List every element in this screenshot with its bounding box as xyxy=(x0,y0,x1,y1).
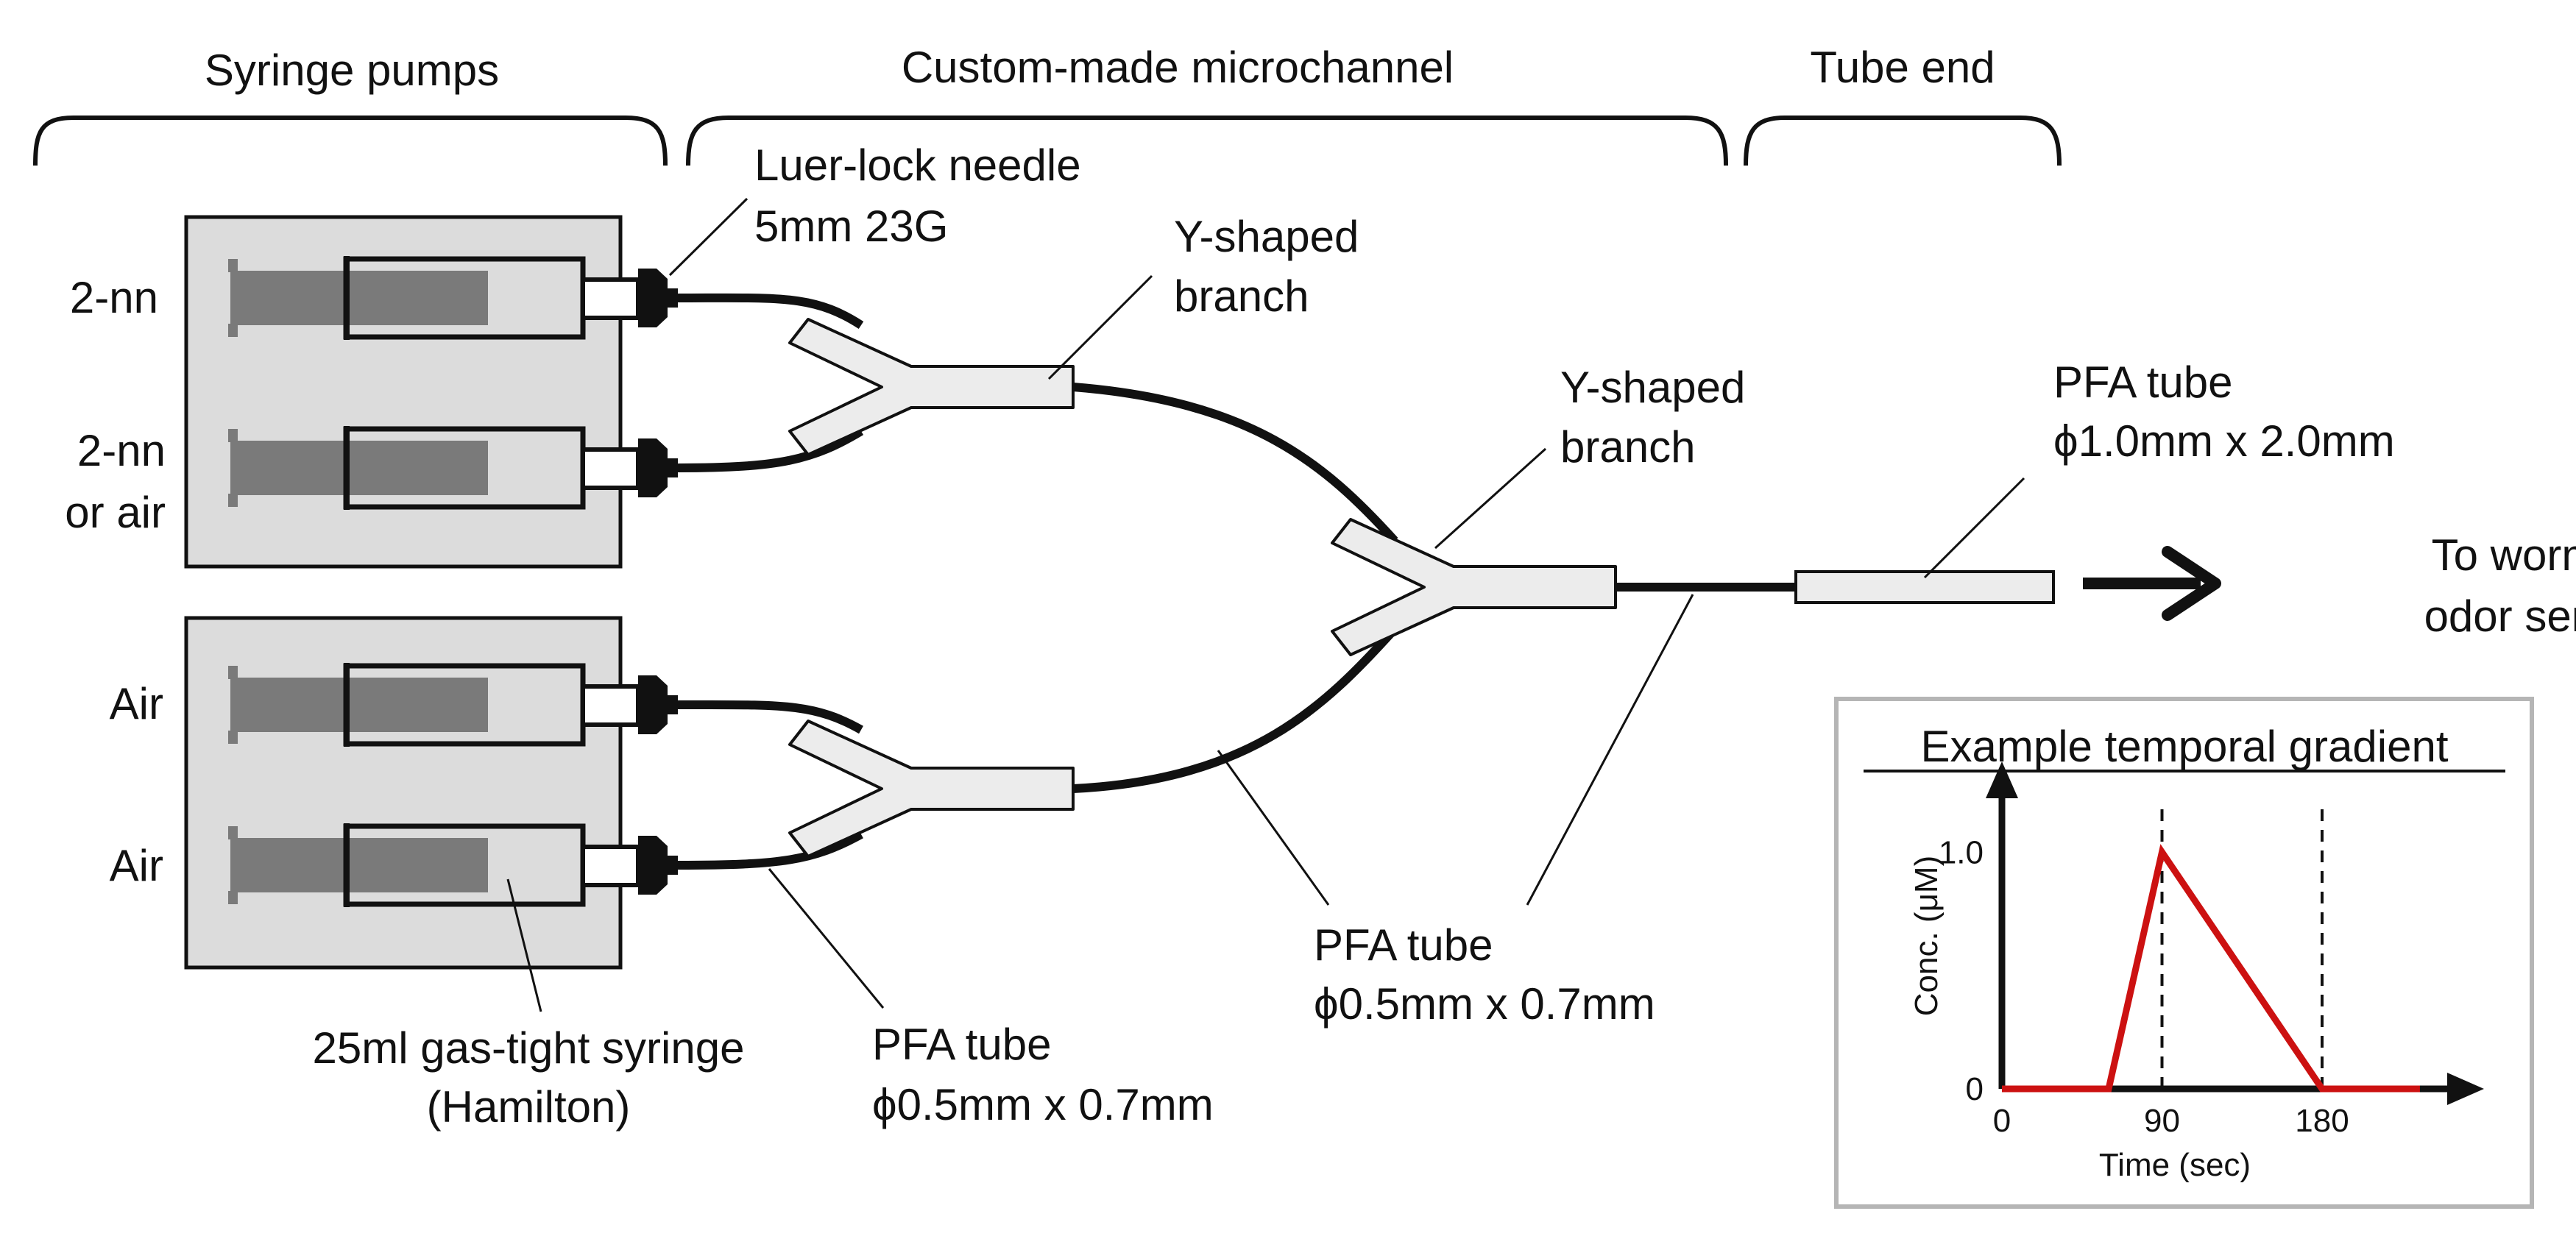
leader-line xyxy=(506,878,542,1012)
gradient-chart-title: Example temporal gradient xyxy=(1920,722,2448,771)
leader-line xyxy=(1217,750,1330,906)
brace-tube-end xyxy=(1744,116,2062,166)
y-branch-upper xyxy=(788,318,1075,456)
needle-label-line1: Luer-lock needle xyxy=(754,141,1081,190)
destination-label-line2: odor sensor xyxy=(2424,592,2576,641)
syringe-label-3: Air xyxy=(110,679,163,728)
needle-label-line2: 5mm 23G xyxy=(754,202,948,251)
pfa-small-label-line2: ϕ0.5mm x 0.7mm xyxy=(872,1080,1214,1129)
y-branch-lower xyxy=(788,720,1075,858)
section-label-microchannel: Custom-made microchannel xyxy=(902,43,1454,92)
flow-arrow-head xyxy=(2162,546,2221,621)
syringe-label-2a: 2-nn xyxy=(77,426,166,475)
gradient-chart-ylabel: Conc. (μM) xyxy=(1908,856,1945,1016)
leader-line xyxy=(1434,447,1547,550)
syringe-type-label-line1: 25ml gas-tight syringe xyxy=(313,1023,745,1073)
end-tube-label-line2: ϕ1.0mm x 2.0mm xyxy=(2053,416,2395,466)
branch1-label-line1: Y-shaped xyxy=(1174,212,1359,261)
gradient-x-axis-arrow xyxy=(2447,1073,2484,1105)
section-label-tube-end: Tube end xyxy=(1810,43,1995,92)
leader-line xyxy=(768,868,885,1009)
pfa-tube xyxy=(677,293,864,330)
gradient-y-tick-label: 0 xyxy=(1966,1071,1984,1107)
gradient-x-tick-label: 0 xyxy=(1993,1103,2011,1139)
section-label-pumps: Syringe pumps xyxy=(205,46,499,95)
leader-line xyxy=(1923,477,2025,579)
pfa-tube-merge-lower xyxy=(1072,625,1398,793)
pfa-tube xyxy=(677,830,863,870)
gradient-inset-frame xyxy=(1834,697,2534,1209)
syringe-pump-1 xyxy=(184,215,623,569)
pfa-mid-label-line2: ϕ0.5mm x 0.7mm xyxy=(1314,979,1655,1029)
brace-microchannel xyxy=(686,116,1728,166)
branch2-label-line1: Y-shaped xyxy=(1560,363,1745,412)
gradient-chart-xlabel: Time (sec) xyxy=(2099,1147,2251,1183)
syringe-label-2b: or air xyxy=(65,488,166,537)
gradient-y-tick-label: 1.0 xyxy=(1939,834,1984,870)
branch2-label-line2: branch xyxy=(1560,422,1695,472)
gradient-y-axis-arrow xyxy=(1986,761,2018,798)
end-tube-label-line1: PFA tube xyxy=(2053,358,2233,407)
leader-line xyxy=(668,197,749,277)
syringe-type-label-line2: (Hamilton) xyxy=(427,1082,631,1132)
gradient-inset: Example temporal gradient 0 90 180 0 1.0 Tim… xyxy=(1834,697,2534,1209)
pfa-tube xyxy=(677,427,864,472)
destination-label-line1: To worm or xyxy=(2432,530,2576,580)
pfa-tube-merge-upper xyxy=(1072,383,1398,544)
gradient-chart-plot: 0 90 180 0 1.0 xyxy=(1939,761,2484,1139)
luer-lock-needle xyxy=(638,269,678,327)
gradient-series-line xyxy=(2002,844,2420,1093)
leader-line xyxy=(1047,274,1153,380)
syringe-pump-2 xyxy=(184,616,623,970)
syringe-label-4: Air xyxy=(110,841,163,890)
branch1-label-line2: branch xyxy=(1174,271,1309,321)
brace-pumps xyxy=(33,116,668,166)
pfa-mid-label-line1: PFA tube xyxy=(1314,920,1493,970)
syringe-label-1: 2-nn xyxy=(70,273,158,322)
luer-lock-needle xyxy=(638,675,678,734)
pfa-tube xyxy=(677,700,863,734)
pfa-small-label-line1: PFA tube xyxy=(872,1020,1052,1069)
y-branch-merge xyxy=(1331,518,1617,656)
leader-line xyxy=(1526,594,1694,906)
luer-lock-needle xyxy=(638,438,678,497)
gradient-x-tick-label: 90 xyxy=(2144,1103,2180,1139)
gradient-x-tick-label: 180 xyxy=(2295,1103,2349,1139)
luer-lock-needle xyxy=(638,836,678,895)
